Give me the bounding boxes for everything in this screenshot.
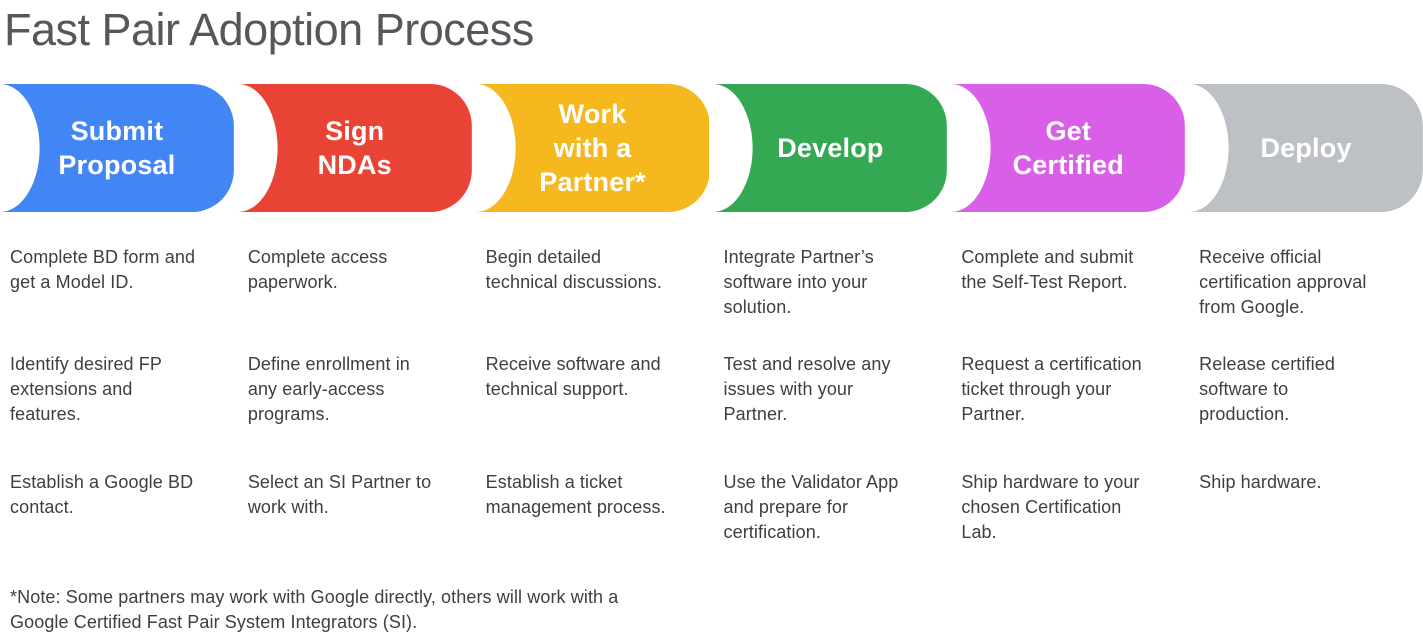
step-column-submit-proposal: Submit Proposal Complete BD form and get… [0, 84, 234, 545]
page-title: Fast Pair Adoption Process [4, 4, 534, 55]
step-column-work-with-partner: Work with a Partner* Begin detailed tech… [475, 84, 710, 545]
step-pill-deploy: Deploy [1189, 84, 1423, 212]
step-description: Test and resolve any issues with your Pa… [723, 354, 891, 424]
step-descriptions: Integrate Partner’s software into your s… [713, 245, 947, 545]
step-descriptions: Receive official certification approval … [1189, 245, 1423, 495]
step-description: Request a certification ticket through y… [961, 354, 1142, 424]
step-description: Establish a Google BD contact. [10, 472, 194, 517]
pill-shape [237, 84, 472, 212]
pill-shape [475, 84, 710, 212]
step-pill-develop: Develop [713, 84, 948, 212]
process-steps: Submit Proposal Complete BD form and get… [0, 84, 1423, 545]
step-column-sign-ndas: Sign NDAs Complete access paperwork. Def… [237, 84, 472, 545]
step-description: Receive software and technical support. [485, 354, 661, 399]
step-description: Complete access paperwork. [247, 247, 388, 292]
step-description: Select an SI Partner to work with. [247, 472, 432, 517]
step-description: Complete and submit the Self-Test Report… [961, 247, 1134, 292]
step-description: Ship hardware to your chosen Certificati… [961, 472, 1140, 542]
step-description: Integrate Partner’s software into your s… [723, 247, 874, 317]
step-label: Get Certified [1012, 116, 1124, 180]
step-pill-sign-ndas: Sign NDAs [237, 84, 472, 212]
step-label: Develop [777, 133, 884, 163]
step-descriptions: Complete BD form and get a Model ID. Ide… [0, 245, 234, 520]
step-pill-get-certified: Get Certified [951, 84, 1186, 212]
step-label: Submit Proposal [58, 116, 176, 180]
step-descriptions: Complete access paperwork. Define enroll… [238, 245, 472, 520]
step-column-get-certified: Get Certified Complete and submit the Se… [951, 84, 1186, 545]
step-column-develop: Develop Integrate Partner’s software int… [713, 84, 948, 545]
step-description: Begin detailed technical discussions. [485, 247, 662, 292]
step-description: Ship hardware. [1199, 472, 1322, 492]
pill-shape [0, 84, 234, 212]
step-description: Establish a ticket management process. [485, 472, 666, 517]
step-label: Sign NDAs [317, 116, 392, 180]
pill-shape [951, 84, 1186, 212]
step-description: Receive official certification approval … [1199, 247, 1367, 317]
step-description: Complete BD form and get a Model ID. [10, 247, 196, 292]
pill-shape [1189, 84, 1423, 212]
step-descriptions: Complete and submit the Self-Test Report… [951, 245, 1185, 545]
step-label: Deploy [1260, 133, 1352, 163]
step-pill-work-with-partner: Work with a Partner* [475, 84, 710, 212]
step-description: Define enrollment in any early-access pr… [247, 354, 410, 424]
step-description: Release certified software to production… [1199, 354, 1335, 424]
footnote: *Note: Some partners may work with Googl… [10, 587, 619, 632]
step-description: Identify desired FP extensions and featu… [10, 354, 162, 424]
step-pill-submit-proposal: Submit Proposal [0, 84, 234, 212]
step-column-deploy: Deploy Receive official certification ap… [1189, 84, 1423, 545]
step-description: Use the Validator App and prepare for ce… [723, 472, 899, 542]
step-label: Work with a Partner* [539, 99, 646, 197]
pill-shape [713, 84, 948, 212]
step-descriptions: Begin detailed technical discussions. Re… [476, 245, 710, 520]
